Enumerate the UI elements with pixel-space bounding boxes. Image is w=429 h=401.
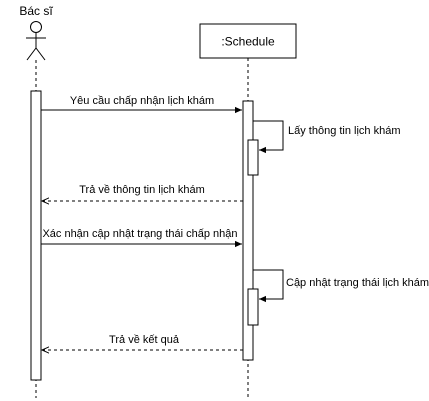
nested-activation-bar <box>247 288 259 326</box>
participant-schedule-label: :Schedule <box>221 35 275 49</box>
message-label: Trả về thông tin lịch khám <box>79 184 205 196</box>
message-label: Cập nhật trạng thái lịch khám <box>286 277 429 289</box>
schedule-activation-bar <box>242 100 254 361</box>
message-update-schedule-status: Cập nhật trạng thái lịch khám <box>253 269 429 303</box>
actor-bac-si: Bác sĩ <box>19 4 53 61</box>
message-return-result: Trả về kết quả <box>42 334 243 350</box>
actor-activation-bar <box>30 90 42 381</box>
message-get-schedule-info: Lấy thông tin lịch khám <box>253 120 401 154</box>
message-confirm-status-update: Xác nhận cập nhật trạng thái chấp nhận <box>41 228 242 248</box>
message-label: Lấy thông tin lịch khám <box>288 125 401 137</box>
nested-activation-bar <box>247 139 259 176</box>
message-label: Yêu cầu chấp nhận lịch khám <box>70 95 214 107</box>
participant-schedule: :Schedule <box>199 23 297 59</box>
message-label: Trả về kết quả <box>109 334 180 346</box>
message-label: Xác nhận cập nhật trạng thái chấp nhận <box>42 228 237 240</box>
message-return-schedule-info: Trả về thông tin lịch khám <box>42 184 243 201</box>
stick-figure-icon <box>26 21 46 61</box>
message-request-schedule: Yêu cầu chấp nhận lịch khám <box>41 95 242 114</box>
actor-label: Bác sĩ <box>19 4 53 18</box>
